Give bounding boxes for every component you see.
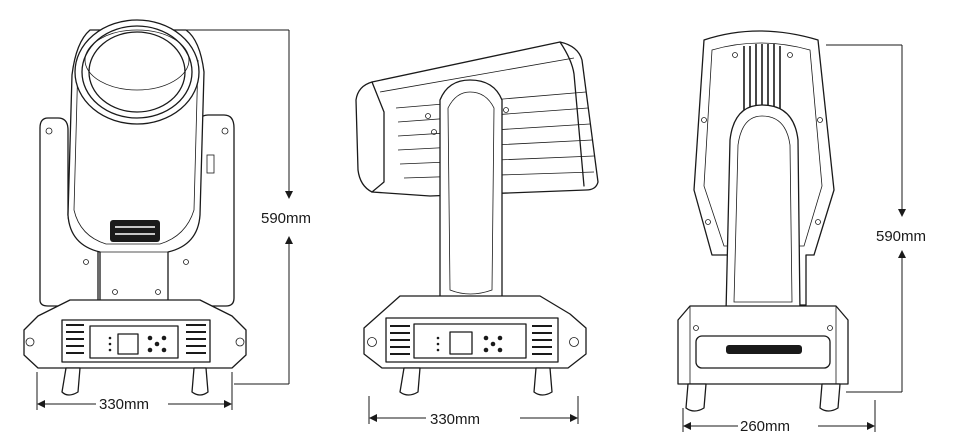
- front-head-panel: [73, 59, 199, 245]
- side-width-label: 330mm: [430, 411, 480, 428]
- side-handle: [569, 337, 579, 347]
- front-yoke-screw: [221, 127, 229, 135]
- front-head-screw: [112, 289, 118, 295]
- front-foot-right: [191, 367, 209, 396]
- front-width-label: 330mm: [99, 396, 149, 413]
- side-display: [449, 331, 473, 355]
- front-display: [117, 333, 139, 355]
- front-head-screw: [155, 289, 161, 295]
- back-cooling-fins: [743, 44, 781, 112]
- front-handle: [235, 337, 245, 347]
- front-lens-rim: [84, 29, 190, 91]
- side-yoke-inner: [447, 91, 495, 295]
- back-width-label: 260mm: [740, 418, 790, 435]
- back-foot-right: [819, 383, 841, 412]
- side-view: 330mm: [355, 41, 599, 428]
- back-head-panel: [703, 42, 823, 247]
- back-height-label: 590mm: [876, 228, 926, 245]
- front-head-screw: [83, 259, 89, 265]
- front-head-screw: [183, 259, 189, 265]
- back-foot-left: [685, 383, 707, 412]
- side-handle: [367, 337, 377, 347]
- back-connector-strip: [726, 345, 802, 354]
- back-yoke-inner: [733, 115, 793, 303]
- back-base-edges: [689, 306, 837, 384]
- front-yoke-screw: [45, 127, 53, 135]
- front-vent-grille: [110, 220, 160, 242]
- side-head-front-face: [371, 81, 385, 193]
- front-lens-outer: [74, 19, 200, 125]
- front-yoke-port: [206, 154, 215, 174]
- front-vent-slits: [115, 226, 155, 235]
- side-head-rear-face: [559, 41, 585, 187]
- front-lens-ring: [81, 25, 193, 119]
- back-view: 590mm 260mm: [677, 30, 926, 435]
- side-yoke-arm: [439, 79, 503, 303]
- front-height-label: 590mm: [261, 210, 311, 227]
- front-yoke-arm-left: [39, 117, 99, 307]
- side-foot-right: [533, 367, 553, 396]
- front-foot-left: [61, 367, 81, 396]
- back-yoke-arm: [725, 104, 801, 313]
- side-foot-left: [399, 367, 421, 396]
- front-view: 590mm 330mm: [23, 19, 311, 413]
- front-handle: [25, 337, 35, 347]
